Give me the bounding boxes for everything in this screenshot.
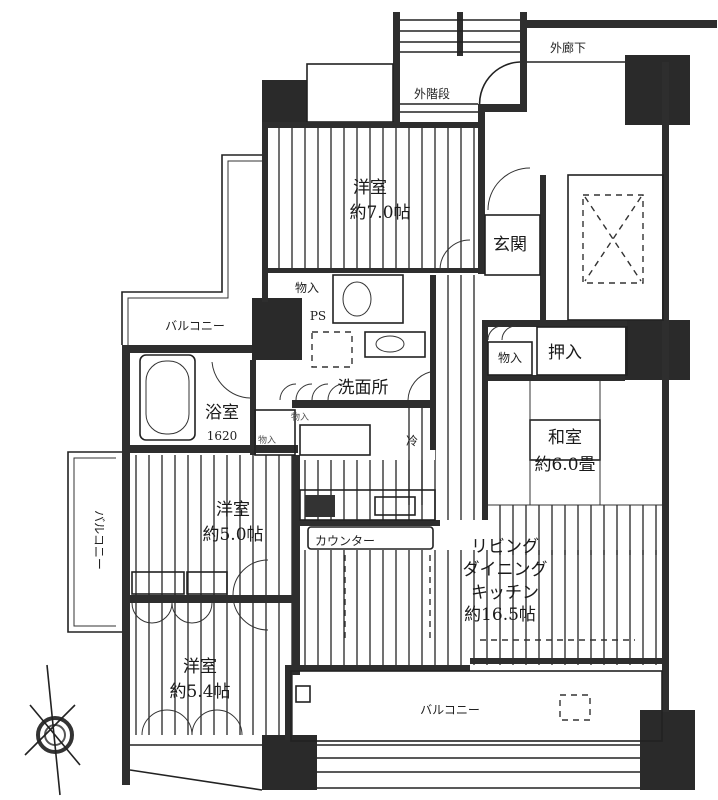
outer-stairs-label: 外階段	[414, 86, 450, 101]
western-7-name: 洋室	[353, 178, 387, 198]
bath-name: 浴室	[205, 403, 239, 423]
oshiire-label: 押入	[548, 343, 582, 363]
walls	[122, 62, 669, 785]
japanese-room-size: 約6.0畳	[534, 455, 595, 475]
bath-size: 1620	[207, 429, 238, 443]
western-5-0-name: 洋室	[216, 500, 250, 520]
ldk-line3: キッチン	[471, 583, 539, 603]
western-5-4-size: 約5.4帖	[169, 682, 230, 702]
japanese-room-name: 和室	[548, 428, 582, 448]
corridor-wall	[527, 20, 717, 28]
ldk-size: 約16.5帖	[464, 605, 536, 625]
balcony-west-label: バルコニー	[92, 510, 106, 570]
ldk-line2: ダイニング	[463, 560, 548, 580]
entrance-label: 玄関	[493, 235, 527, 255]
western-5-0-size: 約5.0帖	[202, 525, 263, 545]
ps-label: PS	[310, 309, 326, 323]
counter-label: カウンター	[315, 534, 375, 548]
washroom-label: 洗面所	[338, 378, 389, 398]
balcony-nw-label: バルコニー	[165, 319, 225, 333]
flooring	[130, 128, 665, 735]
closet-wash-label: 物入	[291, 411, 309, 423]
western-5-4-name: 洋室	[183, 657, 217, 677]
closet-entry-label: 物入	[498, 351, 522, 365]
western-7-size: 約7.0帖	[349, 203, 410, 223]
structural-columns	[252, 55, 695, 790]
closet-hall-label: 物入	[258, 434, 276, 446]
fridge-label: 冷	[406, 434, 418, 448]
outer-stairs: 外階段	[393, 12, 527, 124]
closet-toilet-label: 物入	[295, 281, 319, 295]
ldk-line1: リビング	[471, 537, 539, 557]
outer-corridor-label: 外廊下	[550, 40, 586, 55]
balcony-south-label: バルコニー	[420, 703, 480, 717]
north-compass-icon	[24, 664, 81, 796]
